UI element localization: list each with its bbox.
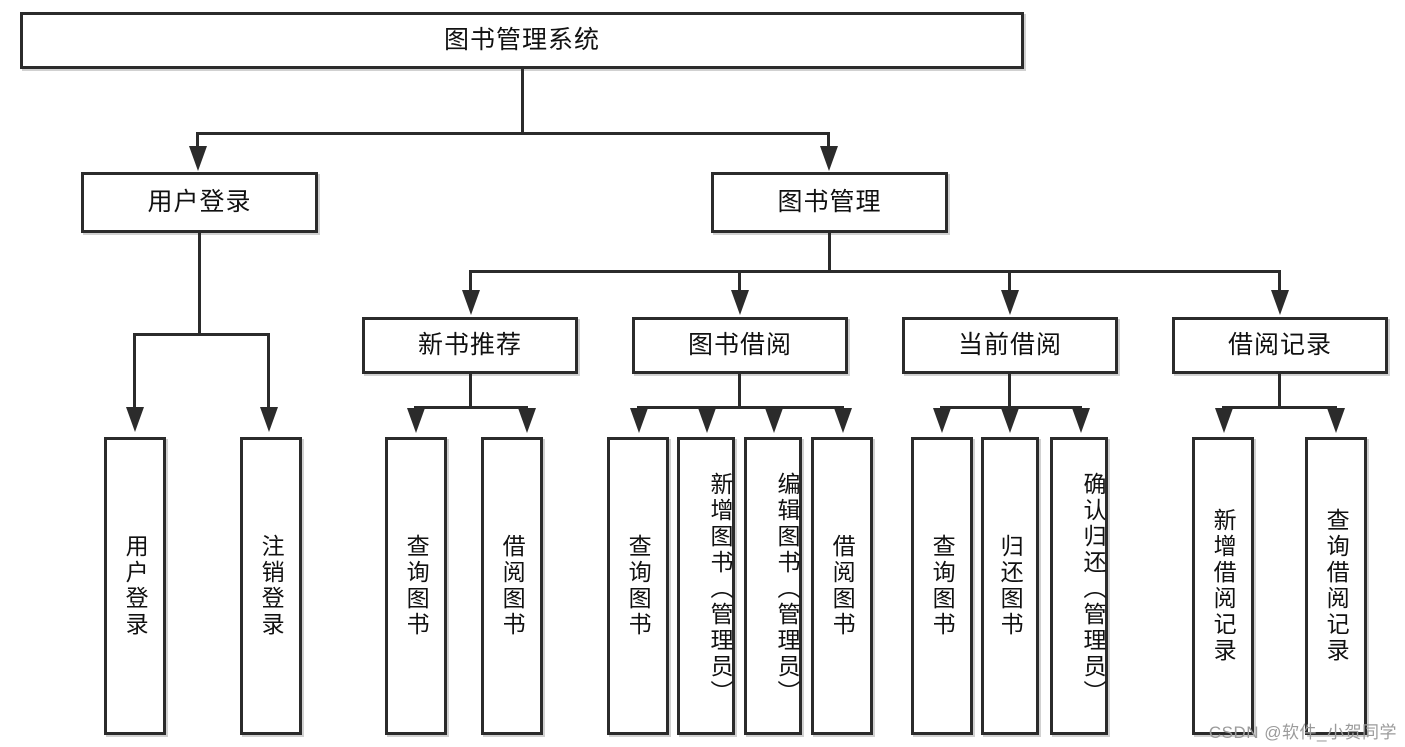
edge-root-to-book-management (827, 132, 830, 154)
node-new-book-recommend[interactable]: 新书推荐 (362, 317, 578, 374)
node-label: 当前借阅 (957, 330, 1062, 359)
node-label: 图书管理 (777, 187, 882, 216)
arrow-to-leaf-cb-query-book (933, 408, 951, 433)
arrow-to-borrow-record (1271, 290, 1289, 315)
node-book-borrow[interactable]: 图书借阅 (632, 317, 848, 374)
arrow-to-leaf-nbr-borrow-book (518, 408, 536, 433)
edge-book-management-bus (469, 270, 1281, 273)
node-label: 图书管理系统 (443, 25, 600, 54)
leaf-cb-confirm-return[interactable]: 确认归还（管理员） (1050, 437, 1108, 735)
node-label: 借阅记录 (1227, 330, 1332, 359)
arrow-to-leaf-cb-confirm-return (1072, 408, 1090, 433)
arrow-to-leaf-bb-borrow-book (834, 408, 852, 433)
arrow-to-current-borrow (1001, 290, 1019, 315)
edge-user-login-stem (198, 233, 201, 335)
edge-user-login-bus (133, 333, 270, 336)
edge-nbr-bus (414, 406, 528, 409)
node-label: 借阅图书 (829, 534, 856, 638)
edge-user-login-drop-2 (267, 333, 270, 413)
leaf-user-login[interactable]: 用户登录 (104, 437, 166, 735)
edge-book-management-stem (828, 233, 831, 272)
arrow-to-leaf-user-login (126, 407, 144, 432)
arrow-to-user-login (189, 146, 207, 171)
node-book-management[interactable]: 图书管理 (711, 172, 948, 233)
node-root-book-management-system[interactable]: 图书管理系统 (20, 12, 1024, 69)
arrow-to-leaf-br-query-record (1327, 408, 1345, 433)
edge-br-stem (1278, 374, 1281, 409)
arrow-to-leaf-br-add-record (1215, 408, 1233, 433)
edge-bb-stem (738, 374, 741, 409)
leaf-nbr-borrow-book[interactable]: 借阅图书 (481, 437, 543, 735)
node-label: 图书借阅 (687, 330, 792, 359)
edge-nbr-stem (469, 374, 472, 409)
leaf-bb-borrow-book[interactable]: 借阅图书 (811, 437, 873, 735)
arrow-to-leaf-cb-return-book (1001, 408, 1019, 433)
edge-root-stem (521, 69, 524, 134)
leaf-cb-return-book[interactable]: 归还图书 (981, 437, 1039, 735)
node-label: 用户登录 (122, 534, 149, 638)
node-current-borrow[interactable]: 当前借阅 (902, 317, 1118, 374)
node-label: 借阅图书 (499, 534, 526, 638)
edge-br-bus (1222, 406, 1337, 409)
leaf-bb-edit-book[interactable]: 编辑图书（管理员） (744, 437, 802, 735)
arrow-to-leaf-bb-edit-book (765, 408, 783, 433)
arrow-to-leaf-logout (260, 407, 278, 432)
edge-root-bus (196, 132, 830, 135)
leaf-logout[interactable]: 注销登录 (240, 437, 302, 735)
arrow-to-book-management (820, 146, 838, 171)
leaf-cb-query-book[interactable]: 查询图书 (911, 437, 973, 735)
node-label: 归还图书 (997, 534, 1024, 638)
csdn-watermark: CSDN @软件_小贺同学 (1208, 723, 1397, 742)
edge-cb-bus (940, 406, 1082, 409)
arrow-to-book-borrow (731, 290, 749, 315)
arrow-to-new-book-recommend (462, 290, 480, 315)
edge-bm-drop-book-borrow (738, 270, 741, 296)
edge-cb-stem (1008, 374, 1011, 409)
node-label: 确认归还（管理员） (1080, 472, 1106, 706)
node-label: 查询图书 (625, 534, 652, 638)
node-label: 用户登录 (147, 187, 252, 216)
edge-bm-drop-new-book (469, 270, 472, 296)
node-label: 新增图书（管理员） (707, 472, 733, 706)
node-user-login[interactable]: 用户登录 (81, 172, 318, 233)
leaf-bb-query-book[interactable]: 查询图书 (607, 437, 669, 735)
leaf-nbr-query-book[interactable]: 查询图书 (385, 437, 447, 735)
edge-user-login-drop-1 (133, 333, 136, 413)
node-label: 编辑图书（管理员） (774, 472, 800, 706)
node-label: 查询图书 (929, 534, 956, 638)
node-label: 新书推荐 (417, 330, 522, 359)
edge-bm-drop-borrow-record (1278, 270, 1281, 296)
edge-root-to-user-login (196, 132, 199, 154)
arrow-to-leaf-bb-add-book (698, 408, 716, 433)
node-label: 查询借阅记录 (1323, 508, 1350, 664)
arrow-to-leaf-nbr-query-book (407, 408, 425, 433)
edge-bm-drop-current-borrow (1008, 270, 1011, 296)
leaf-bb-add-book[interactable]: 新增图书（管理员） (677, 437, 735, 735)
node-label: 新增借阅记录 (1210, 508, 1237, 664)
leaf-br-query-record[interactable]: 查询借阅记录 (1305, 437, 1367, 735)
arrow-to-leaf-bb-query-book (630, 408, 648, 433)
node-label: 注销登录 (258, 534, 285, 638)
node-label: 查询图书 (403, 534, 430, 638)
node-borrow-record[interactable]: 借阅记录 (1172, 317, 1388, 374)
edge-bb-bus (637, 406, 844, 409)
leaf-br-add-record[interactable]: 新增借阅记录 (1192, 437, 1254, 735)
